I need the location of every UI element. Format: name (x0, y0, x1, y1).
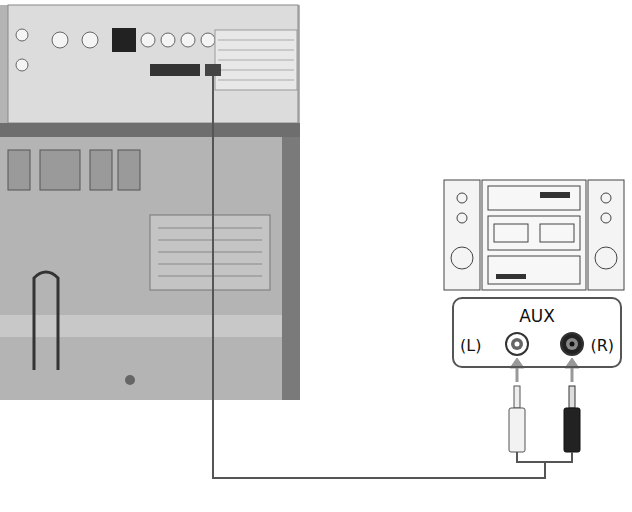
sticker-lines (158, 228, 262, 276)
port-block (112, 28, 136, 52)
rca-jack (506, 333, 583, 355)
insert-arrow (510, 358, 579, 382)
panel-body (0, 5, 300, 400)
screw (125, 375, 135, 385)
port-block (150, 64, 200, 76)
panel-labels (8, 150, 140, 190)
stereo-system (444, 180, 624, 290)
connector-box: AUX (L) (R) (452, 297, 622, 368)
rating-sticker (150, 215, 270, 290)
channel-label: (R) (590, 337, 614, 355)
vent-grid (215, 30, 297, 90)
port-label: AUX (519, 307, 555, 326)
rca-plug (509, 386, 580, 452)
panel-strip (0, 315, 282, 337)
connector-panel (8, 5, 298, 123)
handle-loop (34, 272, 58, 370)
vent-holes (218, 40, 294, 80)
frame-edge (282, 137, 300, 400)
audio-cable (213, 70, 572, 478)
cable-plug (205, 64, 221, 76)
channel-label: (L) (460, 337, 481, 355)
panel-bar (0, 123, 300, 137)
